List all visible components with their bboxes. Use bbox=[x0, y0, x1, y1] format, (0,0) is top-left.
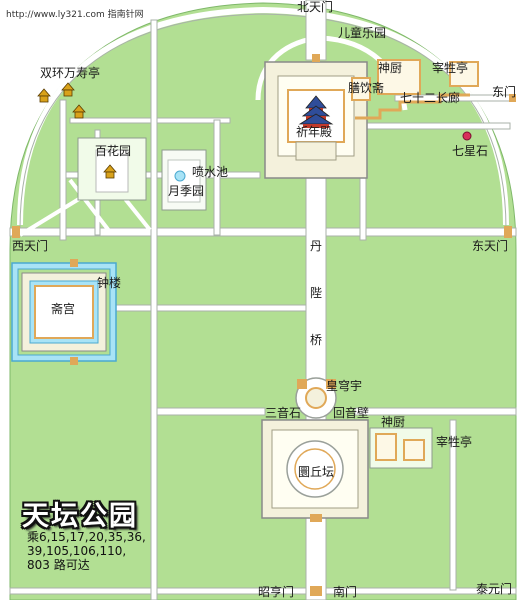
children-park-label[interactable]: 儿童乐园 bbox=[338, 26, 387, 40]
divine-kitchen-south-label[interactable]: 神厨 bbox=[381, 415, 406, 429]
south-road-h bbox=[154, 407, 266, 416]
east-west-road bbox=[9, 227, 517, 237]
taiyuan-gate-label[interactable]: 泰元门 bbox=[476, 582, 513, 596]
circular-mound-label[interactable]: 圜丘坛 bbox=[298, 465, 335, 479]
east-gate-label[interactable]: 东天门 bbox=[472, 239, 509, 253]
bus-info-line-1: 乘6,15,17,20,35,36, bbox=[27, 530, 146, 544]
south-gate-label[interactable]: 南门 bbox=[333, 585, 358, 599]
danbi-bridge-label-3[interactable]: 桥 bbox=[310, 333, 323, 347]
hall-of-prayer-label[interactable]: 祈年殿 bbox=[296, 125, 333, 139]
imperial-vault-label[interactable]: 皇穹宇 bbox=[326, 379, 363, 393]
fasting-palace-label[interactable]: 斋宫 bbox=[51, 302, 76, 316]
long-corridor-label[interactable]: 七十二长廊 bbox=[400, 91, 461, 105]
east-gate-north-label[interactable]: 东门 bbox=[492, 85, 517, 99]
long-corridor bbox=[355, 93, 470, 120]
divine-kitchen-north-label[interactable]: 神厨 bbox=[378, 61, 403, 75]
park-title: 天坛公园 bbox=[22, 501, 138, 532]
danbi-bridge-label-1[interactable]: 丹 bbox=[310, 239, 323, 253]
echo-stones-label[interactable]: 三音石 bbox=[265, 406, 302, 420]
fountain-pool bbox=[174, 170, 186, 182]
pavilion-icon bbox=[37, 82, 117, 179]
west-gate-label[interactable]: 西天门 bbox=[12, 239, 49, 253]
slaughter-pavilion-south-label[interactable]: 宰牲亭 bbox=[436, 435, 473, 449]
seven-star-stones-label[interactable]: 七星石 bbox=[452, 144, 489, 158]
red-dot-marker-icon bbox=[462, 131, 472, 141]
bus-info-line-3: 803 路可达 bbox=[27, 558, 90, 572]
bus-info: 乘6,15,17,20,35,36, 39,105,106,110, 803 路… bbox=[27, 530, 146, 572]
north-gate-label[interactable]: 北天门 bbox=[297, 0, 334, 14]
fountain-label[interactable]: 喷水池 bbox=[192, 165, 229, 179]
bus-info-line-2: 39,105,106,110, bbox=[27, 544, 127, 558]
bottom-road bbox=[9, 587, 517, 595]
temple-icon bbox=[298, 95, 334, 128]
danbi-bridge-label-2[interactable]: 陛 bbox=[310, 286, 323, 300]
zhaoheng-gate-label[interactable]: 昭亨门 bbox=[258, 585, 295, 599]
rose-garden-label[interactable]: 月季园 bbox=[168, 184, 205, 198]
watermark-text: http://www.ly321.com 指南针网 bbox=[6, 10, 144, 20]
baihua-garden-label[interactable]: 百花园 bbox=[95, 144, 132, 158]
slaughter-pavilion-north-label[interactable]: 宰牲亭 bbox=[432, 61, 469, 75]
echo-wall-label[interactable]: 回音壁 bbox=[333, 406, 370, 420]
bell-tower-label[interactable]: 钟楼 bbox=[97, 276, 122, 290]
shuanghuan-pavilion-label[interactable]: 双环万寿亭 bbox=[40, 66, 101, 80]
shanyin-hall-label[interactable]: 膳饮斋 bbox=[348, 81, 385, 95]
